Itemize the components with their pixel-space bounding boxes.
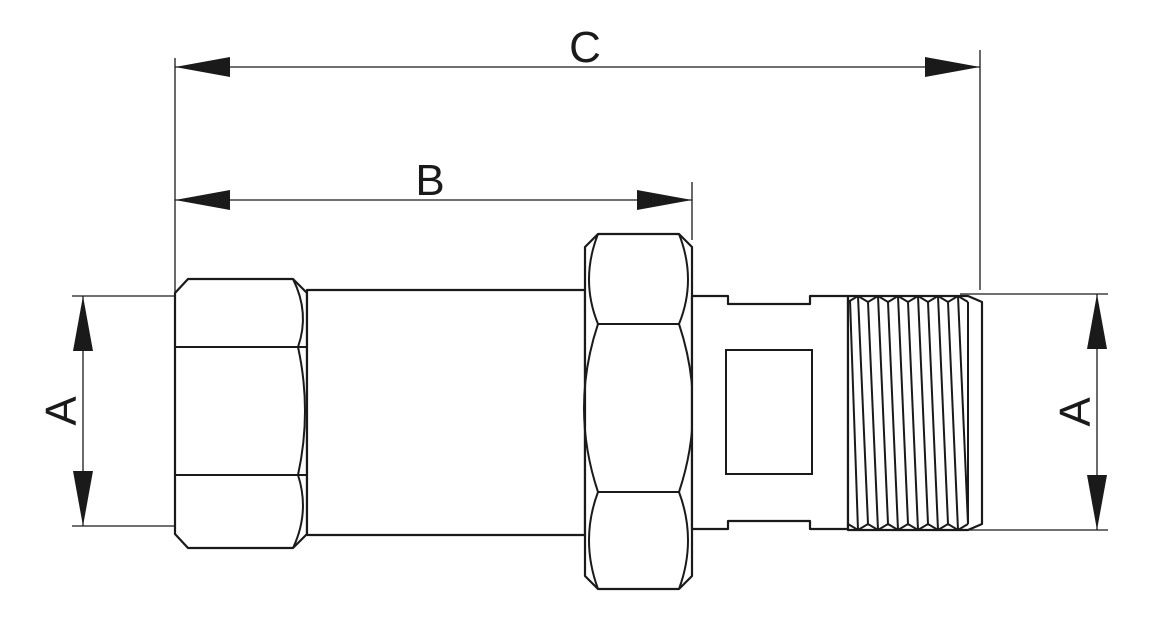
label-b: B xyxy=(415,156,444,205)
arrowhead-c-left xyxy=(175,57,230,77)
connector-collar xyxy=(690,294,850,531)
arrowhead-a-right-bottom xyxy=(1087,475,1107,530)
collar-window xyxy=(725,349,813,475)
main-body xyxy=(305,288,587,537)
label-a-right: A xyxy=(1051,397,1100,427)
dimension-a-right: A xyxy=(960,293,1108,531)
arrowhead-a-right-top xyxy=(1087,294,1107,349)
arrowhead-b-left xyxy=(175,190,230,210)
dimension-b: B xyxy=(175,156,693,240)
arrowhead-b-right xyxy=(637,190,692,210)
right-hex-nut xyxy=(583,232,694,591)
threaded-end xyxy=(846,294,984,532)
label-a-left: A xyxy=(37,396,86,426)
dimension-c: C xyxy=(174,23,981,292)
dimension-a-left: A xyxy=(37,295,175,527)
left-hex-nut xyxy=(173,277,309,550)
arrowhead-a-left-top xyxy=(73,296,93,351)
arrowhead-c-right xyxy=(925,57,980,77)
arrowhead-a-left-bottom xyxy=(73,471,93,526)
label-c: C xyxy=(569,23,601,72)
